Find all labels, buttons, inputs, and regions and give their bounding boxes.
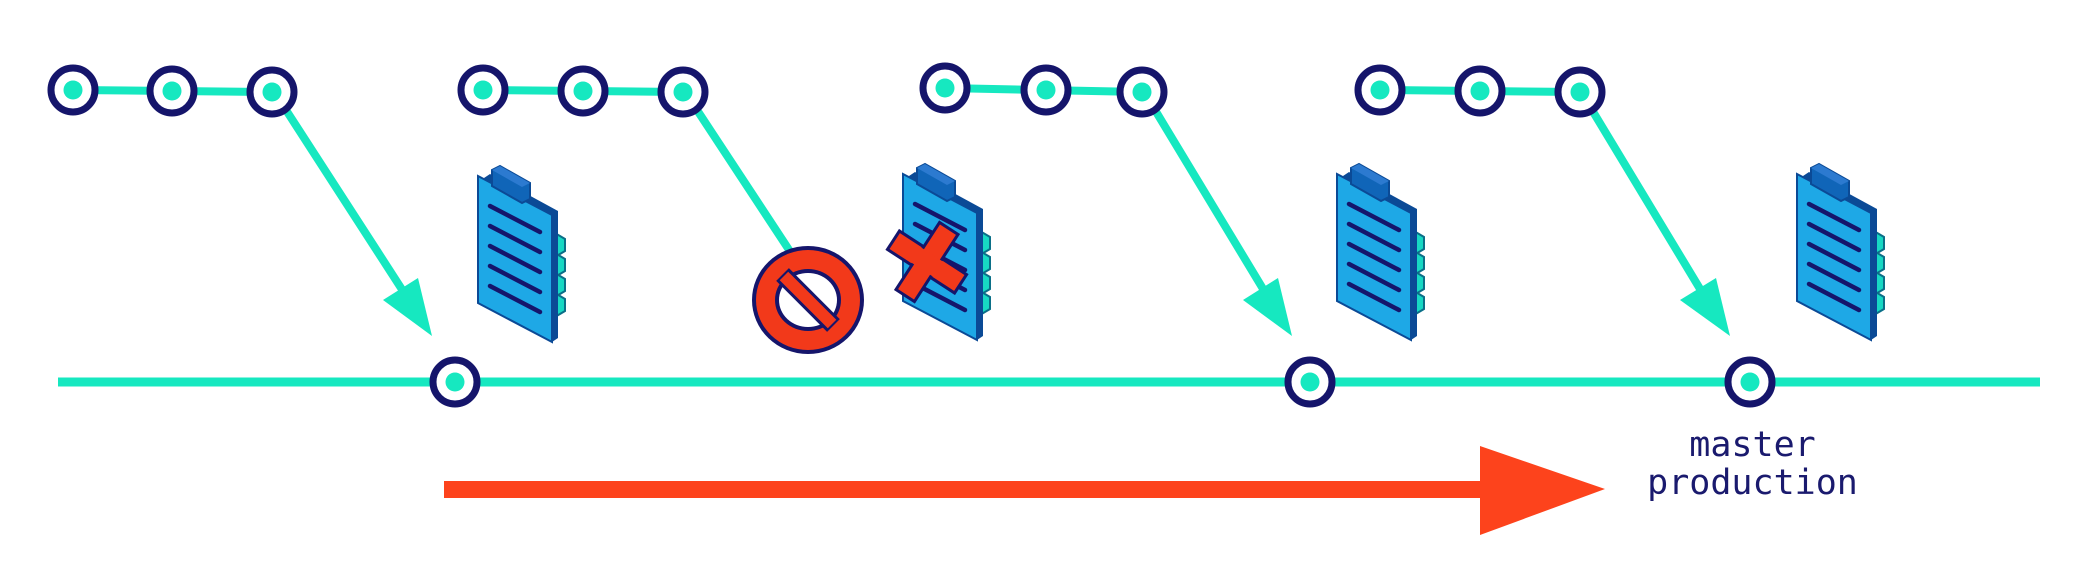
right-arrow-icon bbox=[444, 446, 1605, 535]
merge-arrow-4-shaft bbox=[1588, 107, 1724, 325]
commit-node bbox=[1358, 68, 1402, 112]
commit-node bbox=[1024, 68, 1068, 112]
main-branch-label-line-1: master bbox=[1689, 425, 1816, 465]
commit-node bbox=[461, 68, 505, 112]
feature-branch-1 bbox=[51, 68, 432, 336]
commit-node bbox=[51, 68, 95, 112]
merge-arrow-1-head bbox=[383, 278, 432, 336]
main-commit-node bbox=[1728, 360, 1772, 404]
commit-node bbox=[923, 66, 967, 110]
checklist-document-icon bbox=[478, 166, 565, 342]
commit-node bbox=[1558, 70, 1602, 114]
commit-node bbox=[1458, 69, 1502, 113]
main-commit-node bbox=[1288, 360, 1332, 404]
prohibited-icon bbox=[752, 246, 864, 354]
checklist-document-icon bbox=[1337, 164, 1424, 340]
x-mark-icon bbox=[885, 220, 969, 304]
commit-node bbox=[1120, 70, 1164, 114]
merge-arrow-4-head bbox=[1680, 278, 1730, 336]
commit-node bbox=[250, 70, 294, 114]
feature-branch-3 bbox=[923, 66, 1292, 336]
merge-arrow-3-head bbox=[1243, 278, 1292, 336]
commit-node bbox=[661, 70, 705, 114]
main-branch-label-line-2: production bbox=[1647, 463, 1858, 503]
feature-branch-4 bbox=[1358, 68, 1730, 336]
merge-arrow-1-shaft bbox=[282, 107, 427, 325]
commit-node bbox=[561, 69, 605, 113]
merge-arrow-3-shaft bbox=[1151, 107, 1287, 325]
commit-node bbox=[150, 69, 194, 113]
checklist-document-icon bbox=[1797, 164, 1884, 340]
main-commit-node bbox=[433, 360, 477, 404]
